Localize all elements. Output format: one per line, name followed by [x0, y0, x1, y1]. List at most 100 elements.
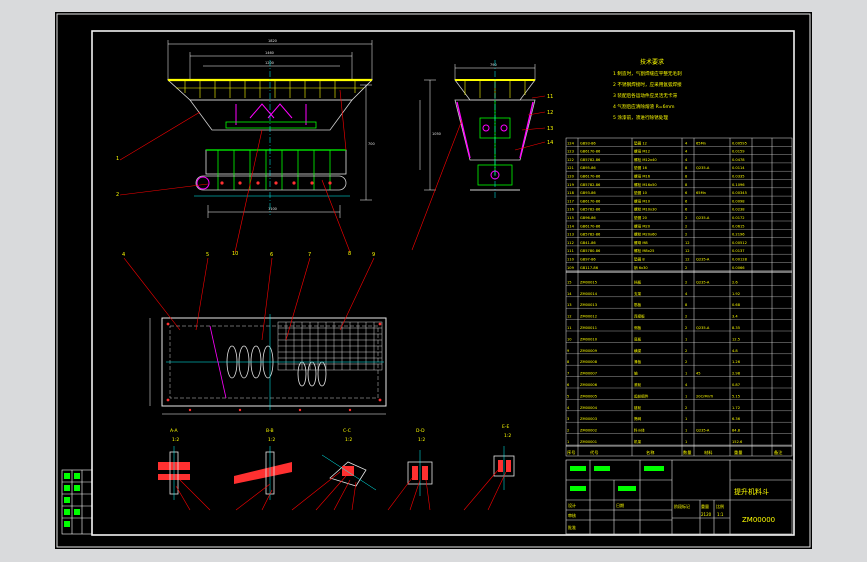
bom-cell-w: 0.0159 — [732, 150, 745, 154]
bom-cell-qty: 12 — [685, 249, 690, 253]
bom-cell-w: 0.0098 — [732, 199, 745, 203]
bom-cell-code: ZM00009 — [580, 349, 598, 353]
bom-header-weight: 重量 — [734, 449, 742, 456]
bom-cell-qty: 6 — [685, 208, 688, 212]
side-leaders — [411, 95, 546, 251]
bom-cell-no: 6 — [567, 383, 570, 387]
balloon-4: 4 — [122, 252, 125, 258]
bom-cell-mat: 20CrMnTi — [696, 394, 713, 398]
tb-weight-label: 重量 — [701, 503, 709, 509]
bom-cell-code: ZM00008 — [580, 360, 598, 364]
bom-cell-w: 0.00512 — [732, 241, 747, 245]
bom-cell-no: 117 — [567, 199, 574, 203]
bom-cell-code: ZM00014 — [580, 292, 598, 296]
bom-cell-code: GB95-86 — [580, 166, 596, 170]
bom-cell-name: 连接板 — [634, 314, 645, 319]
bom-cell-mat: 65Mn — [696, 191, 706, 195]
bom-cell-w: 0.68 — [732, 303, 741, 307]
bom-cell-no: 123 — [567, 150, 574, 154]
bom-cell-name: 侧板 — [634, 325, 642, 330]
bom-cell-no: 116 — [567, 208, 575, 212]
bom-cell-name: 垫圈 8 — [634, 257, 645, 262]
balloon-1: 1 — [116, 156, 119, 162]
bom-cell-w: 6.36 — [732, 417, 741, 421]
bom-cell-qty: 2 — [685, 406, 687, 410]
bom-cell-no: 119 — [567, 183, 575, 187]
bom-cell-w: 84.8 — [732, 429, 741, 433]
bom-cell-no: 11 — [567, 326, 572, 330]
balloon-5: 5 — [206, 252, 209, 258]
section-scale-ee: 1:2 — [504, 433, 511, 439]
balloon-13: 13 — [547, 126, 553, 132]
tech-req-item-3: 3 装配后各运动件应灵活无卡滞 — [613, 92, 678, 99]
front-view-leaders — [119, 89, 351, 253]
bom-cell-name: 料斗体 — [634, 428, 645, 433]
bom-cell-name: 螺母 M20 — [634, 223, 651, 228]
bom-cell-no: 120 — [567, 175, 575, 179]
bom-grid — [565, 137, 793, 457]
bom-cell-name: 螺母 M16 — [634, 174, 651, 179]
svg-text:700: 700 — [368, 142, 375, 146]
bom-cell-mat: Q235-A — [696, 429, 710, 433]
bom-cell-qty: 6 — [685, 191, 688, 195]
bom-cell-qty: 1 — [685, 337, 687, 341]
hopper-funnel — [189, 99, 353, 131]
outer-frame — [56, 13, 811, 548]
bom-cell-no: 113 — [567, 233, 574, 237]
section-scale-aa: 1:2 — [172, 437, 179, 443]
svg-text:1050: 1050 — [432, 132, 441, 136]
bom-cell-w: 0.00345 — [732, 191, 747, 195]
balloon-8: 8 — [348, 251, 351, 257]
bom-cell-code: GB5782-86 — [580, 183, 601, 187]
bom-cell-w: 0.00128 — [732, 258, 748, 262]
balloon-6: 6 — [270, 252, 273, 258]
bom-header-note: 备注 — [774, 449, 783, 456]
section-label-ee: E-E — [502, 424, 509, 430]
bom-cell-qty: 2 — [685, 280, 687, 284]
front-view-balloons: 1 2 10 8 — [116, 156, 351, 257]
bom-header-code: 代号 — [590, 449, 598, 456]
bom-cell-qty: 2 — [685, 216, 687, 220]
drawing-number: ZM00000 — [742, 516, 775, 524]
bom-cell-no: 3 — [567, 417, 569, 421]
bom-cell-code: ZM00007 — [580, 372, 597, 376]
plan-outer — [161, 317, 387, 407]
svg-text:1820: 1820 — [268, 39, 277, 43]
bom-cell-w: 152.6 — [732, 440, 743, 444]
bom-cell-qty: 2 — [685, 266, 687, 270]
bom-cell-qty: 2 — [685, 326, 687, 330]
bom-cell-w: 2.98 — [732, 372, 741, 376]
front-view-dim-text: 1820 1460 1200 1100 700 — [265, 39, 375, 211]
section-details: A-A 1:2 B-B 1:2 C-C 1:2 D-D 1:2 E-E 1:2 — [158, 424, 515, 511]
bom-cell-qty: 8 — [685, 183, 688, 187]
balloon-14: 14 — [547, 140, 553, 146]
bom-cell-code: GB5782-86 — [580, 208, 601, 212]
bom-cell-code: ZM00001 — [580, 440, 597, 444]
bom-cell-mat: Q235-A — [696, 216, 710, 220]
bom-cell-w: 3.4 — [732, 315, 738, 319]
title-block-labels: 设计 审核 批准 日期 阶段标记 重量 比例 2120 1:1 — [568, 502, 724, 530]
hopper-braces — [235, 103, 307, 125]
bom-cell-name: 螺母 M12 — [634, 149, 650, 154]
bom-cell-qty: 4 — [685, 158, 688, 162]
svg-text:1200: 1200 — [265, 61, 274, 65]
bom-cell-name: 垫圈 20 — [634, 215, 648, 220]
bom-cell-name: 机架 — [634, 439, 642, 444]
tb-approve-label: 批准 — [568, 524, 576, 530]
tb-design-label: 设计 — [568, 502, 576, 508]
bom-cell-code: GB5782-86 — [580, 233, 601, 237]
bom-cell-w: 0.0114 — [732, 166, 745, 170]
bom-cell-mat: Q235-A — [696, 326, 710, 330]
drawing-title: 提升机料斗 — [734, 487, 769, 496]
bom-cell-w: 0.0615 — [732, 224, 745, 228]
section-aa-drawing — [158, 446, 190, 500]
bom-cell-no: 13 — [567, 303, 572, 307]
bom-cell-code: ZM00015 — [580, 280, 597, 284]
section-cc-drawing — [321, 454, 377, 491]
bom-cell-w: 0.0172 — [732, 216, 745, 220]
section-scale-bb: 1:2 — [268, 437, 275, 443]
conveyor-rollers — [220, 181, 332, 185]
plan-dimensions — [149, 318, 386, 415]
